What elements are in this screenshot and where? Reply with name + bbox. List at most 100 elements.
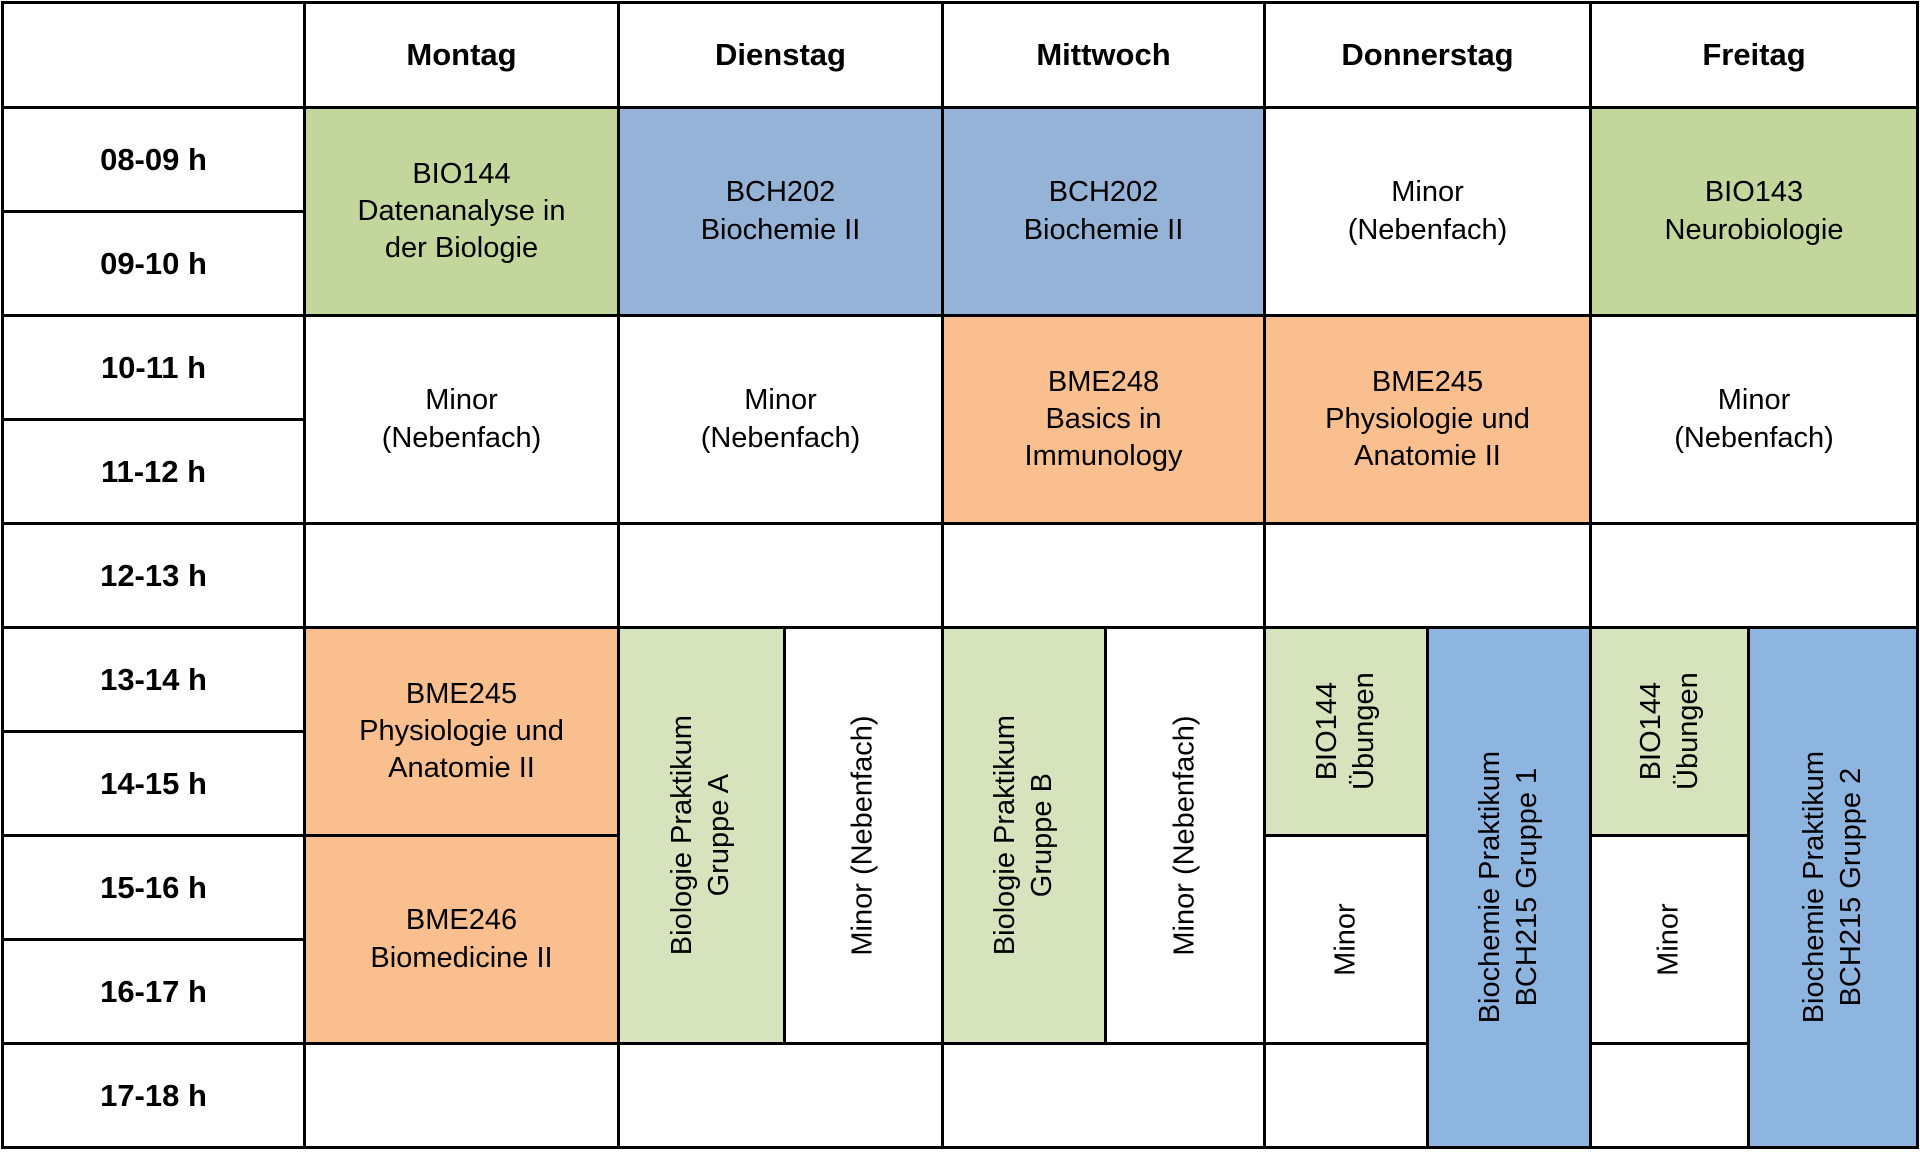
event-line: Anatomie II bbox=[1354, 440, 1501, 473]
event-mittwoch-bch202: BCH202 Biochemie II bbox=[944, 109, 1263, 314]
event-donnerstag-biochemie-praktikum-1: Biochemie Praktikum BCH215 Gruppe 1 bbox=[1429, 629, 1589, 1146]
corner-cell bbox=[4, 4, 303, 106]
event-line: der Biologie bbox=[384, 232, 539, 265]
time-label-10-11: 10-11 h bbox=[4, 317, 303, 418]
day-header-montag: Montag bbox=[306, 4, 617, 106]
vertical-text: Biologie Praktikum Gruppe A bbox=[664, 715, 738, 955]
event-line: Minor bbox=[1329, 903, 1362, 976]
event-line: Neurobiologie bbox=[1664, 213, 1844, 246]
time-label-17-18: 17-18 h bbox=[4, 1045, 303, 1146]
event-line: BME248 bbox=[1047, 365, 1160, 398]
event-line: Gruppe B bbox=[1026, 773, 1058, 898]
event-line: (Nebenfach) bbox=[1674, 421, 1834, 454]
event-donnerstag-bme245: BME245 Physiologie und Anatomie II bbox=[1266, 317, 1589, 522]
day-header-dienstag: Dienstag bbox=[620, 4, 941, 106]
vertical-text: Minor bbox=[1327, 903, 1364, 976]
time-label-13-14: 13-14 h bbox=[4, 629, 303, 730]
event-line: BCH215 Gruppe 1 bbox=[1511, 768, 1543, 1007]
event-line: Minor (Nebenfach) bbox=[1168, 715, 1201, 956]
event-line: (Nebenfach) bbox=[381, 421, 542, 454]
event-line: (Nebenfach) bbox=[700, 421, 861, 454]
empty-cell-montag-12-13 bbox=[306, 525, 617, 626]
event-line: Minor bbox=[1717, 384, 1791, 417]
vertical-text: Biologie Praktikum Gruppe B bbox=[987, 715, 1061, 955]
event-line: BCH202 bbox=[725, 176, 836, 209]
event-line: Datenanalyse in bbox=[357, 194, 566, 227]
event-line: Biochemie Praktikum bbox=[1797, 751, 1830, 1024]
empty-cell-mittwoch-17-18 bbox=[944, 1045, 1263, 1146]
event-freitag-minor: Minor (Nebenfach) bbox=[1592, 317, 1916, 522]
event-line: (Nebenfach) bbox=[1347, 213, 1508, 246]
event-line: Basics in bbox=[1045, 402, 1162, 435]
time-label-16-17: 16-17 h bbox=[4, 941, 303, 1042]
event-line: BCH215 Gruppe 2 bbox=[1835, 768, 1867, 1007]
vertical-text: Biochemie Praktikum BCH215 Gruppe 2 bbox=[1796, 751, 1870, 1023]
event-mittwoch-bme248: BME248 Basics in Immunology bbox=[944, 317, 1263, 522]
event-freitag-bio143: BIO143 Neurobiologie bbox=[1592, 109, 1916, 314]
event-montag-bme246: BME246 Biomedicine II bbox=[306, 837, 617, 1042]
event-mittwoch-minor-nachmittag: Minor (Nebenfach) bbox=[1107, 629, 1263, 1042]
time-label-15-16: 15-16 h bbox=[4, 837, 303, 938]
event-line: Anatomie II bbox=[388, 752, 535, 785]
event-montag-bio144-datenanalyse: BIO144 Datenanalyse in der Biologie bbox=[306, 109, 617, 314]
empty-cell-freitag-17-18 bbox=[1592, 1045, 1747, 1146]
event-freitag-biochemie-praktikum-2: Biochemie Praktikum BCH215 Gruppe 2 bbox=[1750, 629, 1916, 1146]
vertical-text: Minor (Nebenfach) bbox=[1166, 715, 1203, 955]
event-donnerstag-bio144-uebungen: BIO144 Übungen bbox=[1266, 629, 1426, 834]
event-montag-minor: Minor (Nebenfach) bbox=[306, 317, 617, 522]
vertical-text: Minor bbox=[1651, 903, 1688, 976]
event-line: BME245 bbox=[405, 677, 518, 710]
event-donnerstag-minor: Minor (Nebenfach) bbox=[1266, 109, 1589, 314]
time-label-09-10: 09-10 h bbox=[4, 213, 303, 314]
empty-cell-dienstag-17-18 bbox=[620, 1045, 941, 1146]
event-freitag-minor-nachmittag: Minor bbox=[1592, 837, 1747, 1042]
event-dienstag-minor: Minor (Nebenfach) bbox=[620, 317, 941, 522]
event-line: BIO144 bbox=[412, 157, 511, 190]
empty-cell-dienstag-12-13 bbox=[620, 525, 941, 626]
vertical-text: BIO144 Übungen bbox=[1309, 673, 1383, 791]
event-line: BCH202 bbox=[1048, 176, 1159, 209]
event-line: Minor bbox=[1391, 176, 1464, 209]
event-line: Minor bbox=[744, 384, 817, 417]
event-line: Physiologie und bbox=[1325, 402, 1530, 435]
event-line: Biochemie Praktikum bbox=[1473, 751, 1506, 1024]
time-label-14-15: 14-15 h bbox=[4, 733, 303, 834]
event-dienstag-bch202: BCH202 Biochemie II bbox=[620, 109, 941, 314]
event-line: BME245 bbox=[1371, 365, 1484, 398]
vertical-text: Biochemie Praktikum BCH215 Gruppe 1 bbox=[1472, 751, 1546, 1023]
event-line: Übungen bbox=[1348, 672, 1380, 791]
empty-cell-mittwoch-12-13 bbox=[944, 525, 1263, 626]
event-line: BME246 bbox=[405, 904, 518, 937]
empty-cell-freitag-12-13 bbox=[1592, 525, 1916, 626]
event-dienstag-biologie-praktikum-a: Biologie Praktikum Gruppe A bbox=[620, 629, 783, 1042]
empty-cell-donnerstag-12-13 bbox=[1266, 525, 1589, 626]
event-line: Biologie Praktikum bbox=[666, 715, 699, 956]
event-line: Minor (Nebenfach) bbox=[846, 715, 879, 956]
event-line: Biomedicine II bbox=[370, 941, 553, 974]
event-line: Biochemie II bbox=[1023, 213, 1184, 246]
event-line: Biochemie II bbox=[700, 213, 861, 246]
event-mittwoch-biologie-praktikum-b: Biologie Praktikum Gruppe B bbox=[944, 629, 1104, 1042]
event-line: Übungen bbox=[1671, 672, 1704, 791]
event-line: BIO144 bbox=[1310, 682, 1343, 781]
event-line: BIO144 bbox=[1634, 682, 1667, 781]
event-freitag-bio144-uebungen: BIO144 Übungen bbox=[1592, 629, 1747, 834]
event-line: Immunology bbox=[1024, 440, 1183, 473]
event-line: Physiologie und bbox=[359, 714, 564, 747]
time-label-12-13: 12-13 h bbox=[4, 525, 303, 626]
event-dienstag-minor-nachmittag: Minor (Nebenfach) bbox=[786, 629, 941, 1042]
event-line: Biologie Praktikum bbox=[988, 715, 1021, 956]
empty-cell-donnerstag-17-18 bbox=[1266, 1045, 1426, 1146]
event-line: BIO143 bbox=[1704, 176, 1804, 209]
day-header-donnerstag: Donnerstag bbox=[1266, 4, 1589, 106]
vertical-text: BIO144 Übungen bbox=[1632, 673, 1706, 791]
event-montag-bme245: BME245 Physiologie und Anatomie II bbox=[306, 629, 617, 834]
time-label-11-12: 11-12 h bbox=[4, 421, 303, 522]
event-line: Minor bbox=[1652, 903, 1685, 976]
day-header-mittwoch: Mittwoch bbox=[944, 4, 1263, 106]
empty-cell-montag-17-18 bbox=[306, 1045, 617, 1146]
time-label-08-09: 08-09 h bbox=[4, 109, 303, 210]
day-header-freitag: Freitag bbox=[1592, 4, 1916, 106]
